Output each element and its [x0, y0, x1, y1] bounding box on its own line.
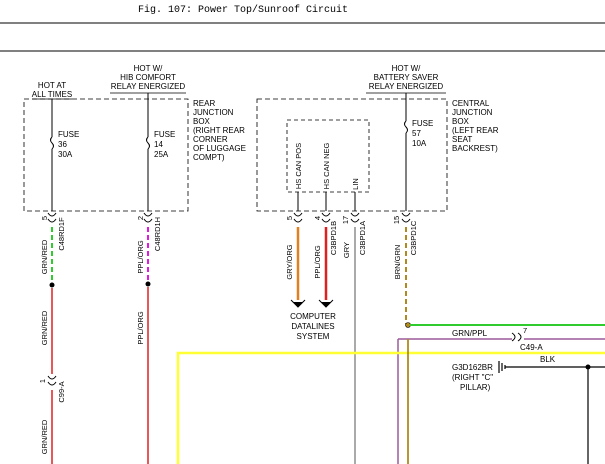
- wire-label-5: PPL/ORG: [136, 311, 145, 345]
- figure-title: Fig. 107: Power Top/Sunroof Circuit: [138, 4, 348, 16]
- svg-text:FUSE: FUSE: [154, 130, 175, 139]
- splice-dot-2: [145, 281, 151, 287]
- connector-c3bpd1b: 5 4 C3BPD1B: [285, 212, 338, 255]
- svg-text:BATTERY SAVER: BATTERY SAVER: [374, 73, 439, 82]
- wire-label-9: BRN/GRN: [393, 245, 402, 280]
- svg-text:FUSE: FUSE: [58, 130, 79, 139]
- svg-text:(RIGHT REAR: (RIGHT REAR: [193, 126, 245, 135]
- svg-text:ALL TIMES: ALL TIMES: [32, 90, 72, 99]
- svg-text:LIN: LIN: [351, 178, 360, 190]
- svg-text:BACKREST): BACKREST): [452, 144, 498, 153]
- svg-text:15: 15: [392, 216, 401, 224]
- svg-text:HIB COMFORT: HIB COMFORT: [120, 73, 176, 82]
- svg-text:4: 4: [313, 216, 322, 220]
- svg-text:BOX: BOX: [193, 117, 211, 126]
- hs-can-pos-line: HS CAN POS: [294, 143, 303, 211]
- svg-text:C3BPD1A: C3BPD1A: [358, 221, 367, 255]
- svg-text:C3BPD1C: C3BPD1C: [409, 220, 418, 255]
- computer-datalines-label: COMPUTER DATALINES SYSTEM: [290, 312, 336, 341]
- svg-text:HS CAN POS: HS CAN POS: [294, 143, 303, 189]
- wire-label-1: GRN/RED: [40, 239, 49, 274]
- fuse-57: FUSE 57 10A: [404, 93, 433, 211]
- connector-c48rd1f: 5 C48RD1F: [40, 212, 66, 251]
- wire-label-3: GRN/RED: [40, 419, 49, 454]
- svg-text:(LEFT REAR: (LEFT REAR: [452, 126, 499, 135]
- connector-c3bpd1c: 15 C3BPD1C: [392, 212, 418, 255]
- fuse-icon: [50, 136, 54, 150]
- svg-text:RELAY ENERGIZED: RELAY ENERGIZED: [111, 82, 186, 91]
- svg-text:57: 57: [412, 129, 421, 138]
- svg-text:OF LUGGAGE: OF LUGGAGE: [193, 144, 246, 153]
- svg-text:SEAT: SEAT: [452, 135, 472, 144]
- wire-label-7: PPL/ORG: [313, 245, 322, 279]
- svg-text:COMPT): COMPT): [193, 153, 225, 162]
- fuse-icon: [404, 120, 408, 134]
- rear-junction-label: REAR JUNCTION BOX (RIGHT REAR CORNER OF …: [193, 99, 246, 162]
- wire-yellow: [176, 351, 605, 464]
- hs-can-neg-line: HS CAN NEG: [322, 143, 331, 211]
- label-hot-all-times: HOT AT ALL TIMES: [32, 81, 72, 100]
- svg-text:10A: 10A: [412, 139, 427, 148]
- svg-text:17: 17: [341, 216, 350, 224]
- svg-text:7: 7: [523, 326, 527, 335]
- ground-g3d162br: BLK G3D162BR (RIGHT "C" PILLAR): [452, 355, 605, 464]
- svg-text:RELAY ENERGIZED: RELAY ENERGIZED: [369, 82, 444, 91]
- svg-text:C99-A: C99-A: [57, 381, 66, 402]
- wire-label-4: PPL/ORG: [136, 240, 145, 274]
- connector-c3bpd1a: 17 C3BPD1A: [341, 212, 367, 255]
- svg-text:HOT W/: HOT W/: [134, 64, 164, 73]
- central-junction-label: CENTRAL JUNCTION BOX (LEFT REAR SEAT BAC…: [452, 99, 499, 153]
- svg-text:5: 5: [40, 216, 49, 220]
- svg-text:5: 5: [285, 216, 294, 220]
- svg-text:C49-A: C49-A: [520, 343, 543, 352]
- central-junction-box: [256, 98, 448, 212]
- svg-text:COMPUTER: COMPUTER: [290, 312, 336, 321]
- svg-text:BLK: BLK: [540, 355, 556, 364]
- svg-text:HOT W/: HOT W/: [392, 64, 422, 73]
- svg-text:DATALINES: DATALINES: [291, 322, 334, 331]
- connector-c49a: 7 C49-A: [511, 326, 543, 352]
- svg-text:CENTRAL: CENTRAL: [452, 99, 490, 108]
- svg-text:2: 2: [136, 216, 145, 220]
- svg-text:14: 14: [154, 140, 163, 149]
- splice-dot-1: [49, 282, 55, 288]
- svg-text:HOT AT: HOT AT: [38, 81, 66, 90]
- svg-text:JUNCTION: JUNCTION: [193, 108, 234, 117]
- svg-text:C3BPD1B: C3BPD1B: [329, 221, 338, 255]
- wire-label-2: GRN/RED: [40, 310, 49, 345]
- label-hot-battery: HOT W/ BATTERY SAVER RELAY ENERGIZED: [366, 64, 446, 94]
- svg-text:G3D162BR: G3D162BR: [452, 363, 493, 372]
- svg-text:CORNER: CORNER: [193, 135, 228, 144]
- svg-text:25A: 25A: [154, 150, 169, 159]
- connector-c99a: 1 C99-A: [38, 375, 66, 403]
- rear-junction-box: [23, 98, 189, 212]
- svg-text:REAR: REAR: [193, 99, 215, 108]
- svg-text:30A: 30A: [58, 150, 73, 159]
- fuse-icon: [146, 136, 150, 150]
- svg-text:C48RD1H: C48RD1H: [153, 217, 162, 251]
- splice-dot-3: [405, 322, 411, 328]
- svg-text:36: 36: [58, 140, 67, 149]
- wire-label-6: GRY/ORG: [285, 244, 294, 279]
- svg-text:FUSE: FUSE: [412, 119, 433, 128]
- fuse-14: FUSE 14 25A: [146, 93, 175, 211]
- svg-text:C48RD1F: C48RD1F: [57, 217, 66, 251]
- svg-text:JUNCTION: JUNCTION: [452, 108, 493, 117]
- svg-text:PILLAR): PILLAR): [460, 383, 491, 392]
- label-hot-hib: HOT W/ HIB COMFORT RELAY ENERGIZED: [110, 64, 186, 94]
- computer-datalines-arrows: [290, 299, 334, 308]
- connector-c48rd1h: 2 C48RD1H: [136, 212, 162, 251]
- svg-text:(RIGHT "C": (RIGHT "C": [452, 373, 493, 382]
- wire-label-10: GRN/PPL: [452, 329, 488, 338]
- wire-label-8: GRY: [342, 242, 351, 258]
- svg-text:HS CAN NEG: HS CAN NEG: [322, 143, 331, 190]
- lin-line: LIN: [351, 178, 360, 211]
- svg-text:BOX: BOX: [452, 117, 470, 126]
- svg-text:1: 1: [38, 379, 47, 383]
- fuse-36: FUSE 36 30A: [50, 99, 79, 211]
- svg-text:SYSTEM: SYSTEM: [297, 332, 330, 341]
